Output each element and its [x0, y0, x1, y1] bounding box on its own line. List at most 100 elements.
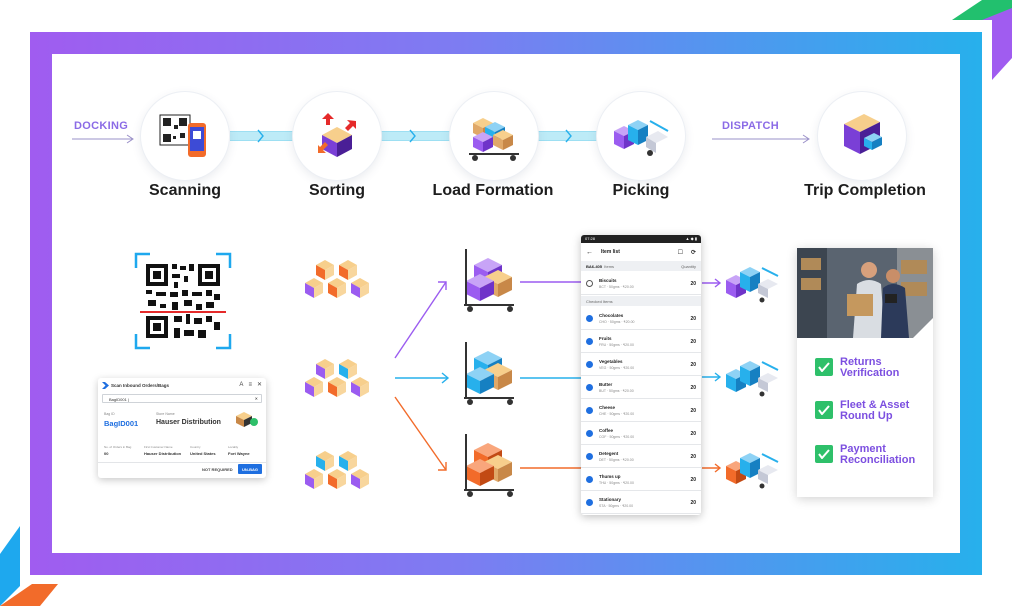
item-qty: 20 — [690, 315, 696, 322]
checked-icon[interactable] — [586, 361, 593, 368]
item-qty: 20 — [690, 499, 696, 506]
docking-label: DOCKING — [74, 120, 129, 132]
clear-icon[interactable]: ✕ — [254, 396, 258, 401]
menu-icon[interactable]: ≡ — [248, 382, 252, 388]
forklift-icon — [726, 361, 779, 397]
check-line2: Verification — [840, 367, 900, 379]
store-value: Hauser Distribution — [156, 419, 221, 426]
close-icon[interactable]: ✕ — [256, 382, 262, 388]
box-icon — [351, 469, 369, 489]
item-meta: BCT · 50gms · ₹20.00 — [599, 285, 634, 289]
connector-band — [230, 131, 294, 141]
item-name: Chocolates — [599, 313, 624, 318]
forklift-icon — [726, 453, 779, 489]
box-icon — [305, 469, 323, 489]
checked-icon[interactable] — [586, 476, 593, 483]
country-value: United States — [190, 451, 216, 456]
cart-icon — [469, 118, 519, 161]
docking-arrow — [72, 134, 134, 144]
box-icon — [351, 278, 369, 298]
phone-subheader: BA6-405 Items Quantity — [581, 261, 701, 271]
radio-empty-icon[interactable] — [586, 280, 593, 287]
picking-phone: 07:28 ▲ ◆ ▮ ← Item list ☐ ⟳ BA6-405 Item… — [581, 235, 701, 515]
item-meta: STA · 50gms · ₹20.00 — [599, 504, 634, 508]
box-icon — [328, 469, 346, 489]
warehouse-photo — [797, 248, 933, 338]
stage-trip-completion — [818, 92, 906, 180]
stage-sorting — [293, 92, 381, 180]
orders-label: No. of Orders in Bag — [104, 445, 132, 449]
cart-icon — [464, 342, 514, 405]
forklift-icon — [726, 267, 779, 303]
corner-bottom-left-shape — [0, 526, 58, 606]
box-icon — [316, 451, 334, 471]
item-meta: CHE · 50gms · ₹20.00 — [599, 412, 635, 416]
qr-phone-icon — [159, 114, 206, 157]
sort-box-icon — [318, 113, 356, 157]
stage-label-trip-completion: Trip Completion — [804, 182, 926, 199]
check-icon — [815, 401, 833, 419]
locality-value: Fort Wayne — [228, 451, 250, 456]
checked-icon[interactable] — [586, 407, 593, 414]
checked-items-header: Checked Items — [581, 296, 701, 306]
dialog-title: Scan Inbound Orders/Bags — [111, 383, 170, 388]
store-label: Store Name — [156, 412, 175, 416]
bag-id-label: Bag ID — [104, 412, 115, 416]
box-icon — [339, 451, 357, 471]
stage-scanning — [141, 92, 229, 180]
font-icon[interactable]: A — [239, 382, 244, 388]
customer-value: Hauser Distribution — [144, 451, 182, 456]
item-meta: CHO · 50gms · ₹20.00 — [599, 320, 635, 324]
box-icon — [305, 278, 323, 298]
subhead-id: BA6-405 — [586, 263, 603, 269]
item-meta: FRU · 50gms · ₹20.00 — [599, 343, 634, 347]
checked-icon[interactable] — [586, 430, 593, 437]
box-icon — [351, 377, 369, 397]
subhead-items: Items — [604, 263, 615, 269]
check-icon — [815, 358, 833, 376]
item-qty: 20 — [690, 338, 696, 345]
item-name: Detegent — [599, 451, 619, 456]
item-qty: 20 — [690, 384, 696, 391]
checked-icon[interactable] — [586, 384, 593, 391]
not-required-button[interactable]: NOT REQUIRED — [202, 467, 233, 472]
item-meta: VEG · 50gms · ₹20.00 — [599, 366, 635, 370]
phone-title: Item list — [601, 249, 620, 255]
forklift-icon — [614, 120, 669, 156]
dialog-divider — [98, 462, 266, 463]
corner-top-right-shape — [952, 0, 1012, 80]
item-qty: 20 — [690, 361, 696, 368]
unbag-button[interactable]: UN-BAG — [238, 464, 262, 474]
checked-icon[interactable] — [586, 338, 593, 345]
item-name: Cheese — [599, 405, 616, 410]
scan-input[interactable]: BagID001 | ✕ — [102, 394, 262, 403]
item-name: Coffee — [599, 428, 614, 433]
phone-time: 07:28 — [585, 236, 596, 241]
box-icon — [328, 278, 346, 298]
item-name: Butter — [599, 382, 613, 387]
package-icon — [236, 412, 258, 427]
checked-icon[interactable] — [586, 499, 593, 506]
checked-icon[interactable] — [586, 315, 593, 322]
checked-icon[interactable] — [586, 453, 593, 460]
item-name: Stationary — [599, 497, 622, 502]
check-line1: Payment — [840, 443, 886, 455]
band-chevrons — [257, 129, 572, 143]
stage-label-picking: Picking — [612, 182, 670, 199]
dispatch-label: DISPATCH — [722, 120, 779, 132]
scan-input-value: BagID001 | — [109, 397, 129, 402]
back-arrow-icon[interactable]: ← — [586, 248, 593, 256]
phone-status-bar: 07:28 ▲ ◆ ▮ — [581, 235, 701, 243]
refresh-icon[interactable]: ⟳ — [690, 249, 696, 256]
square-icon[interactable]: ☐ — [677, 249, 683, 256]
